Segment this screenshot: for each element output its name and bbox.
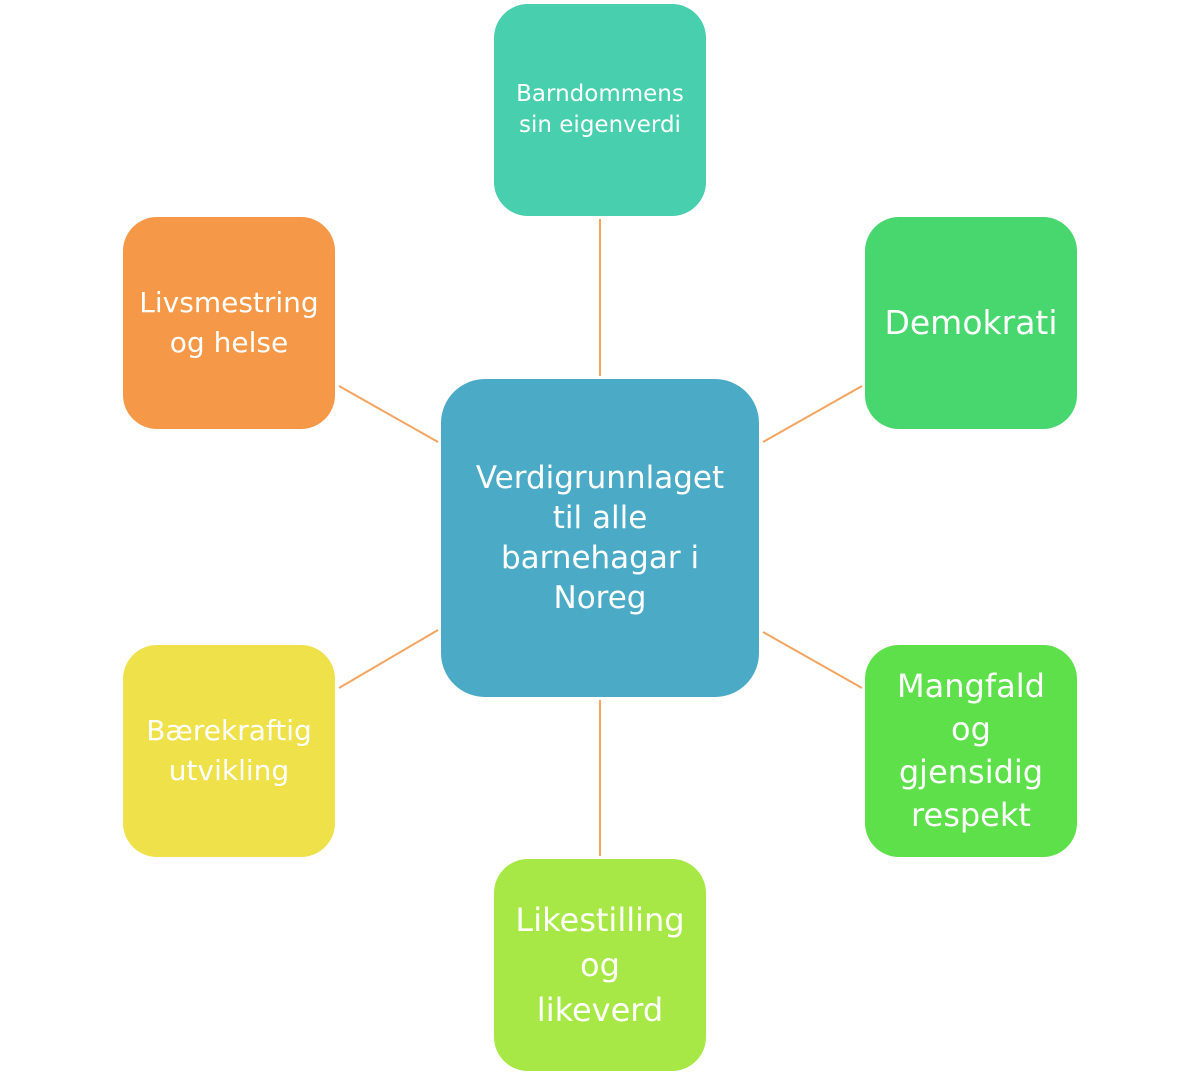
node-livsmestring: Livsmestring og helse xyxy=(123,217,335,429)
node-baerekraftig-utvikling: Bærekraftig utvikling xyxy=(123,645,335,857)
center-node-label: Verdigrunnlaget til alle barnehagar i No… xyxy=(475,460,725,616)
node-label: Livsmestring og helse xyxy=(139,286,319,359)
connector-line-bottom-right xyxy=(762,631,863,689)
node-barndommens-eigenverdi: Barndommens sin eigenverdi xyxy=(494,4,706,216)
node-mangfald: Mangfald og gjensidig respekt xyxy=(865,645,1077,857)
node-label: Bærekraftig utvikling xyxy=(146,714,312,787)
node-likestilling: Likestilling og likeverd xyxy=(494,859,706,1071)
connector-line-top-left xyxy=(338,385,439,443)
node-label: Demokrati xyxy=(884,303,1058,342)
node-label: Mangfald og gjensidig respekt xyxy=(897,667,1045,834)
node-label: Barndommens sin eigenverdi xyxy=(516,81,684,138)
center-node: Verdigrunnlaget til alle barnehagar i No… xyxy=(441,379,759,697)
node-label: Likestilling og likeverd xyxy=(515,900,685,1029)
connector-line-bottom-left xyxy=(338,629,439,689)
connector-line-top-right xyxy=(762,385,863,443)
node-demokrati: Demokrati xyxy=(865,217,1077,429)
